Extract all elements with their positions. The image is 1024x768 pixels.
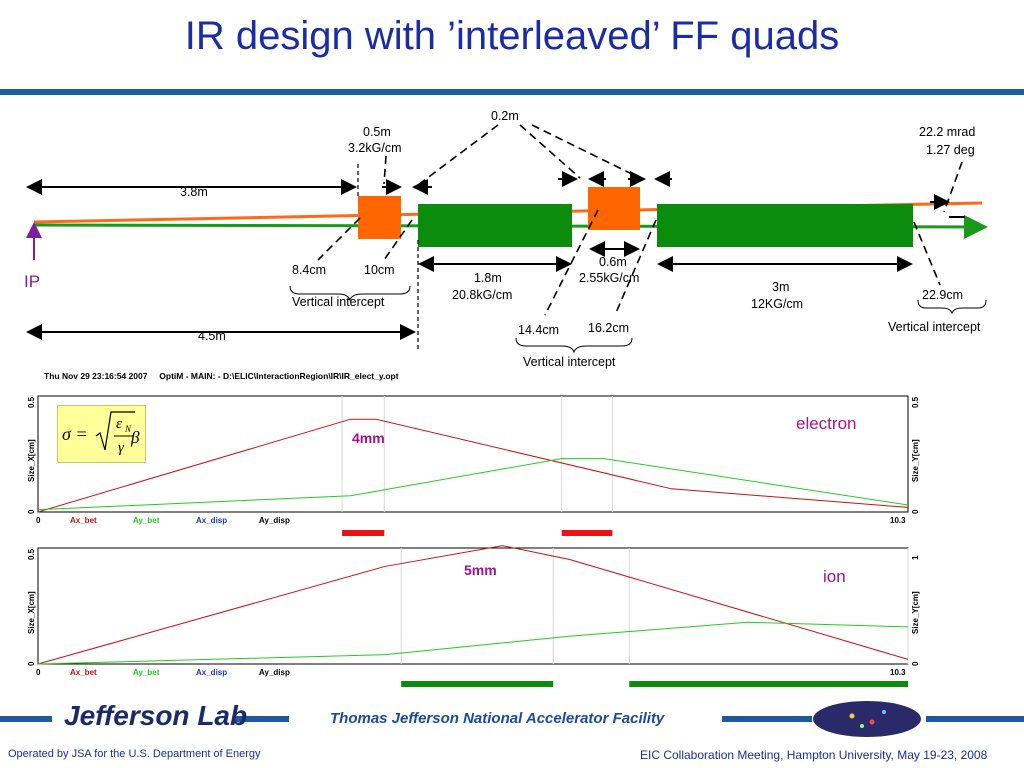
gap-label-top: 0.2m (491, 109, 519, 123)
footer-band (0, 701, 1024, 737)
quad1-gradient-label: 3.2kG/cm (348, 141, 402, 155)
intercept-22-9-label: 22.9cm (922, 288, 963, 302)
jefferson-lab-logo: Jefferson Lab (64, 700, 248, 731)
intercept-14-4-label: 14.4cm (518, 323, 559, 337)
quad4-length-label: 3m (772, 280, 790, 294)
vertical-intercept-label-2: Vertical intercept (523, 355, 616, 369)
operated-by-text: Operated by JSA for the U.S. Department … (8, 748, 261, 760)
legend-electron-Ax_bet: Ax_bet (70, 516, 97, 525)
series-ion-Ay_bet (37, 621, 909, 665)
ir-layout-diagram (26, 124, 988, 354)
svg-text:ε: ε (116, 416, 122, 432)
quad-marker-ion-0 (401, 681, 554, 687)
intercept-16-2-label: 16.2cm (588, 321, 629, 335)
crossing-angle-mrad-label: 22.2 mrad (919, 125, 976, 139)
vertical-intercept-label-3: Vertical intercept (888, 320, 981, 334)
quad-marker-electron-1 (561, 530, 613, 536)
quad2-length-label: 1.8m (474, 271, 502, 285)
slide-title: IR design with ’interleaved’ FF quads (184, 14, 840, 58)
plot-frame-electron (37, 395, 909, 513)
quad3-length-label: 0.6m (599, 255, 627, 269)
legend-electron-Ax_disp: Ax_disp (196, 516, 227, 525)
y-min-left-ion: 0 (27, 661, 36, 666)
distance-3-8-label: 3.8m (180, 185, 208, 199)
y-max-left-ion: 0.5 (27, 548, 36, 560)
office-logo (813, 701, 921, 737)
svg-text:N: N (124, 424, 132, 434)
y-label-left-ion: Size_X[cm] (27, 591, 36, 634)
quad-marker-electron-0 (342, 530, 385, 536)
svg-text:σ =: σ = (62, 424, 88, 444)
electron-beam-size-label: 4mm (352, 430, 385, 446)
legend-ion-Ax_bet: Ax_bet (70, 668, 97, 677)
vertical-intercept-label-1: Vertical intercept (292, 295, 385, 309)
svg-text:β: β (130, 428, 140, 447)
legend-ion-Ax_disp: Ax_disp (196, 668, 227, 677)
y-max-left-electron: 0.5 (27, 396, 36, 408)
distance-4-5-label: 4.5m (198, 329, 226, 343)
quad2-gradient-label: 20.8kG/cm (452, 288, 513, 302)
quad1-length-label: 0.5m (363, 125, 391, 139)
quad4-gradient-label: 12KG/cm (751, 297, 804, 311)
beam-size-formula: σ = ε N γ β (57, 405, 146, 463)
legend-ion-Ay_bet: Ay_bet (133, 668, 160, 677)
x-tick-end-ion: 10.3 (890, 668, 906, 677)
plot-header: Thu Nov 29 23:16:54 2007 OptiM - MAIN: -… (44, 371, 399, 381)
y-max-right-ion: 1 (911, 555, 920, 560)
legend-electron-Ay_disp: Ay_disp (259, 516, 290, 525)
ip-label: IP (24, 272, 41, 291)
y-min-right-electron: 0 (911, 509, 920, 514)
y-max-right-electron: 0.5 (911, 396, 920, 408)
ion-quad-1 (418, 204, 572, 247)
electron-plot-label: electron (796, 414, 857, 433)
ion-quad-2 (657, 204, 913, 247)
series-ion-Ax_bet (37, 545, 909, 665)
y-label-right-electron: Size_Y[cm] (911, 439, 920, 482)
intercept-10-label: 10cm (364, 263, 395, 277)
legend-electron-Ay_bet: Ay_bet (133, 516, 160, 525)
y-label-left-electron: Size_X[cm] (27, 439, 36, 482)
ion-plot-label: ion (823, 567, 846, 586)
title-rule (0, 89, 1024, 95)
x-tick-0-electron: 0 (36, 516, 41, 525)
electron-quad-1 (358, 196, 401, 239)
series-electron-Ay_bet (37, 458, 909, 511)
x-tick-0-ion: 0 (36, 668, 41, 677)
intercept-8-4-label: 8.4cm (292, 263, 327, 277)
legend-ion-Ay_disp: Ay_disp (259, 668, 290, 677)
facility-name: Thomas Jefferson National Accelerator Fa… (330, 710, 665, 727)
svg-text:γ: γ (118, 440, 125, 456)
crossing-angle-deg-label: 1.27 deg (926, 143, 975, 157)
meeting-text: EIC Collaboration Meeting, Hampton Unive… (640, 748, 988, 762)
series-electron-Ax_bet (37, 418, 909, 513)
electron-quad-2 (588, 187, 640, 230)
ion-beam-size-label: 5mm (464, 562, 497, 578)
quad3-gradient-label: 2.55kG/cm (579, 271, 640, 285)
y-min-left-electron: 0 (27, 509, 36, 514)
quad-marker-ion-1 (629, 681, 908, 687)
y-label-right-ion: Size_Y[cm] (911, 591, 920, 634)
y-min-right-ion: 0 (911, 661, 920, 666)
x-tick-end-electron: 10.3 (890, 516, 906, 525)
